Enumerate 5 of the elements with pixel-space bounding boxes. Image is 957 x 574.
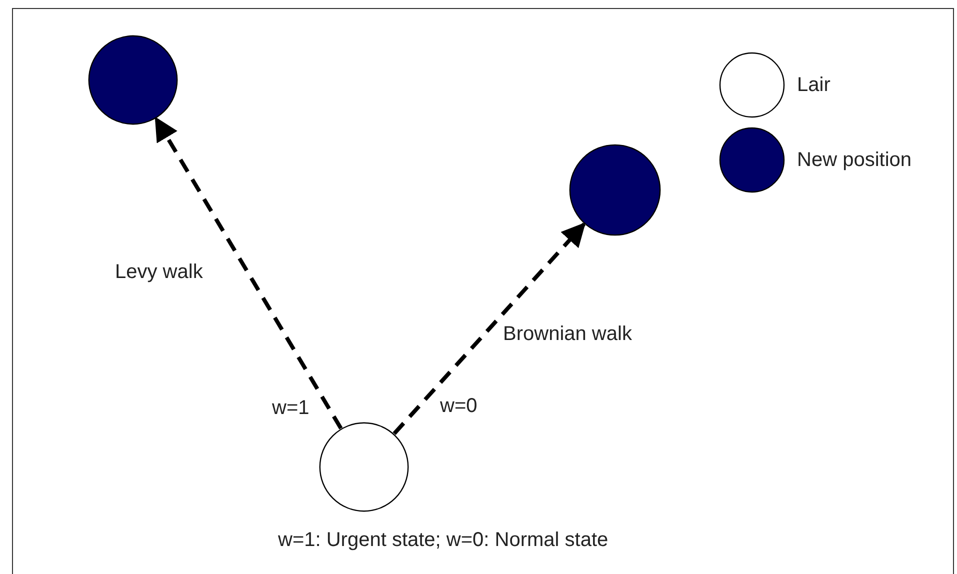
dashed-arrow: [154, 116, 343, 430]
position-circle: [319, 422, 409, 512]
position-circle: [88, 35, 178, 125]
position-circle: [569, 144, 661, 236]
dashed-arrow: [392, 222, 586, 435]
